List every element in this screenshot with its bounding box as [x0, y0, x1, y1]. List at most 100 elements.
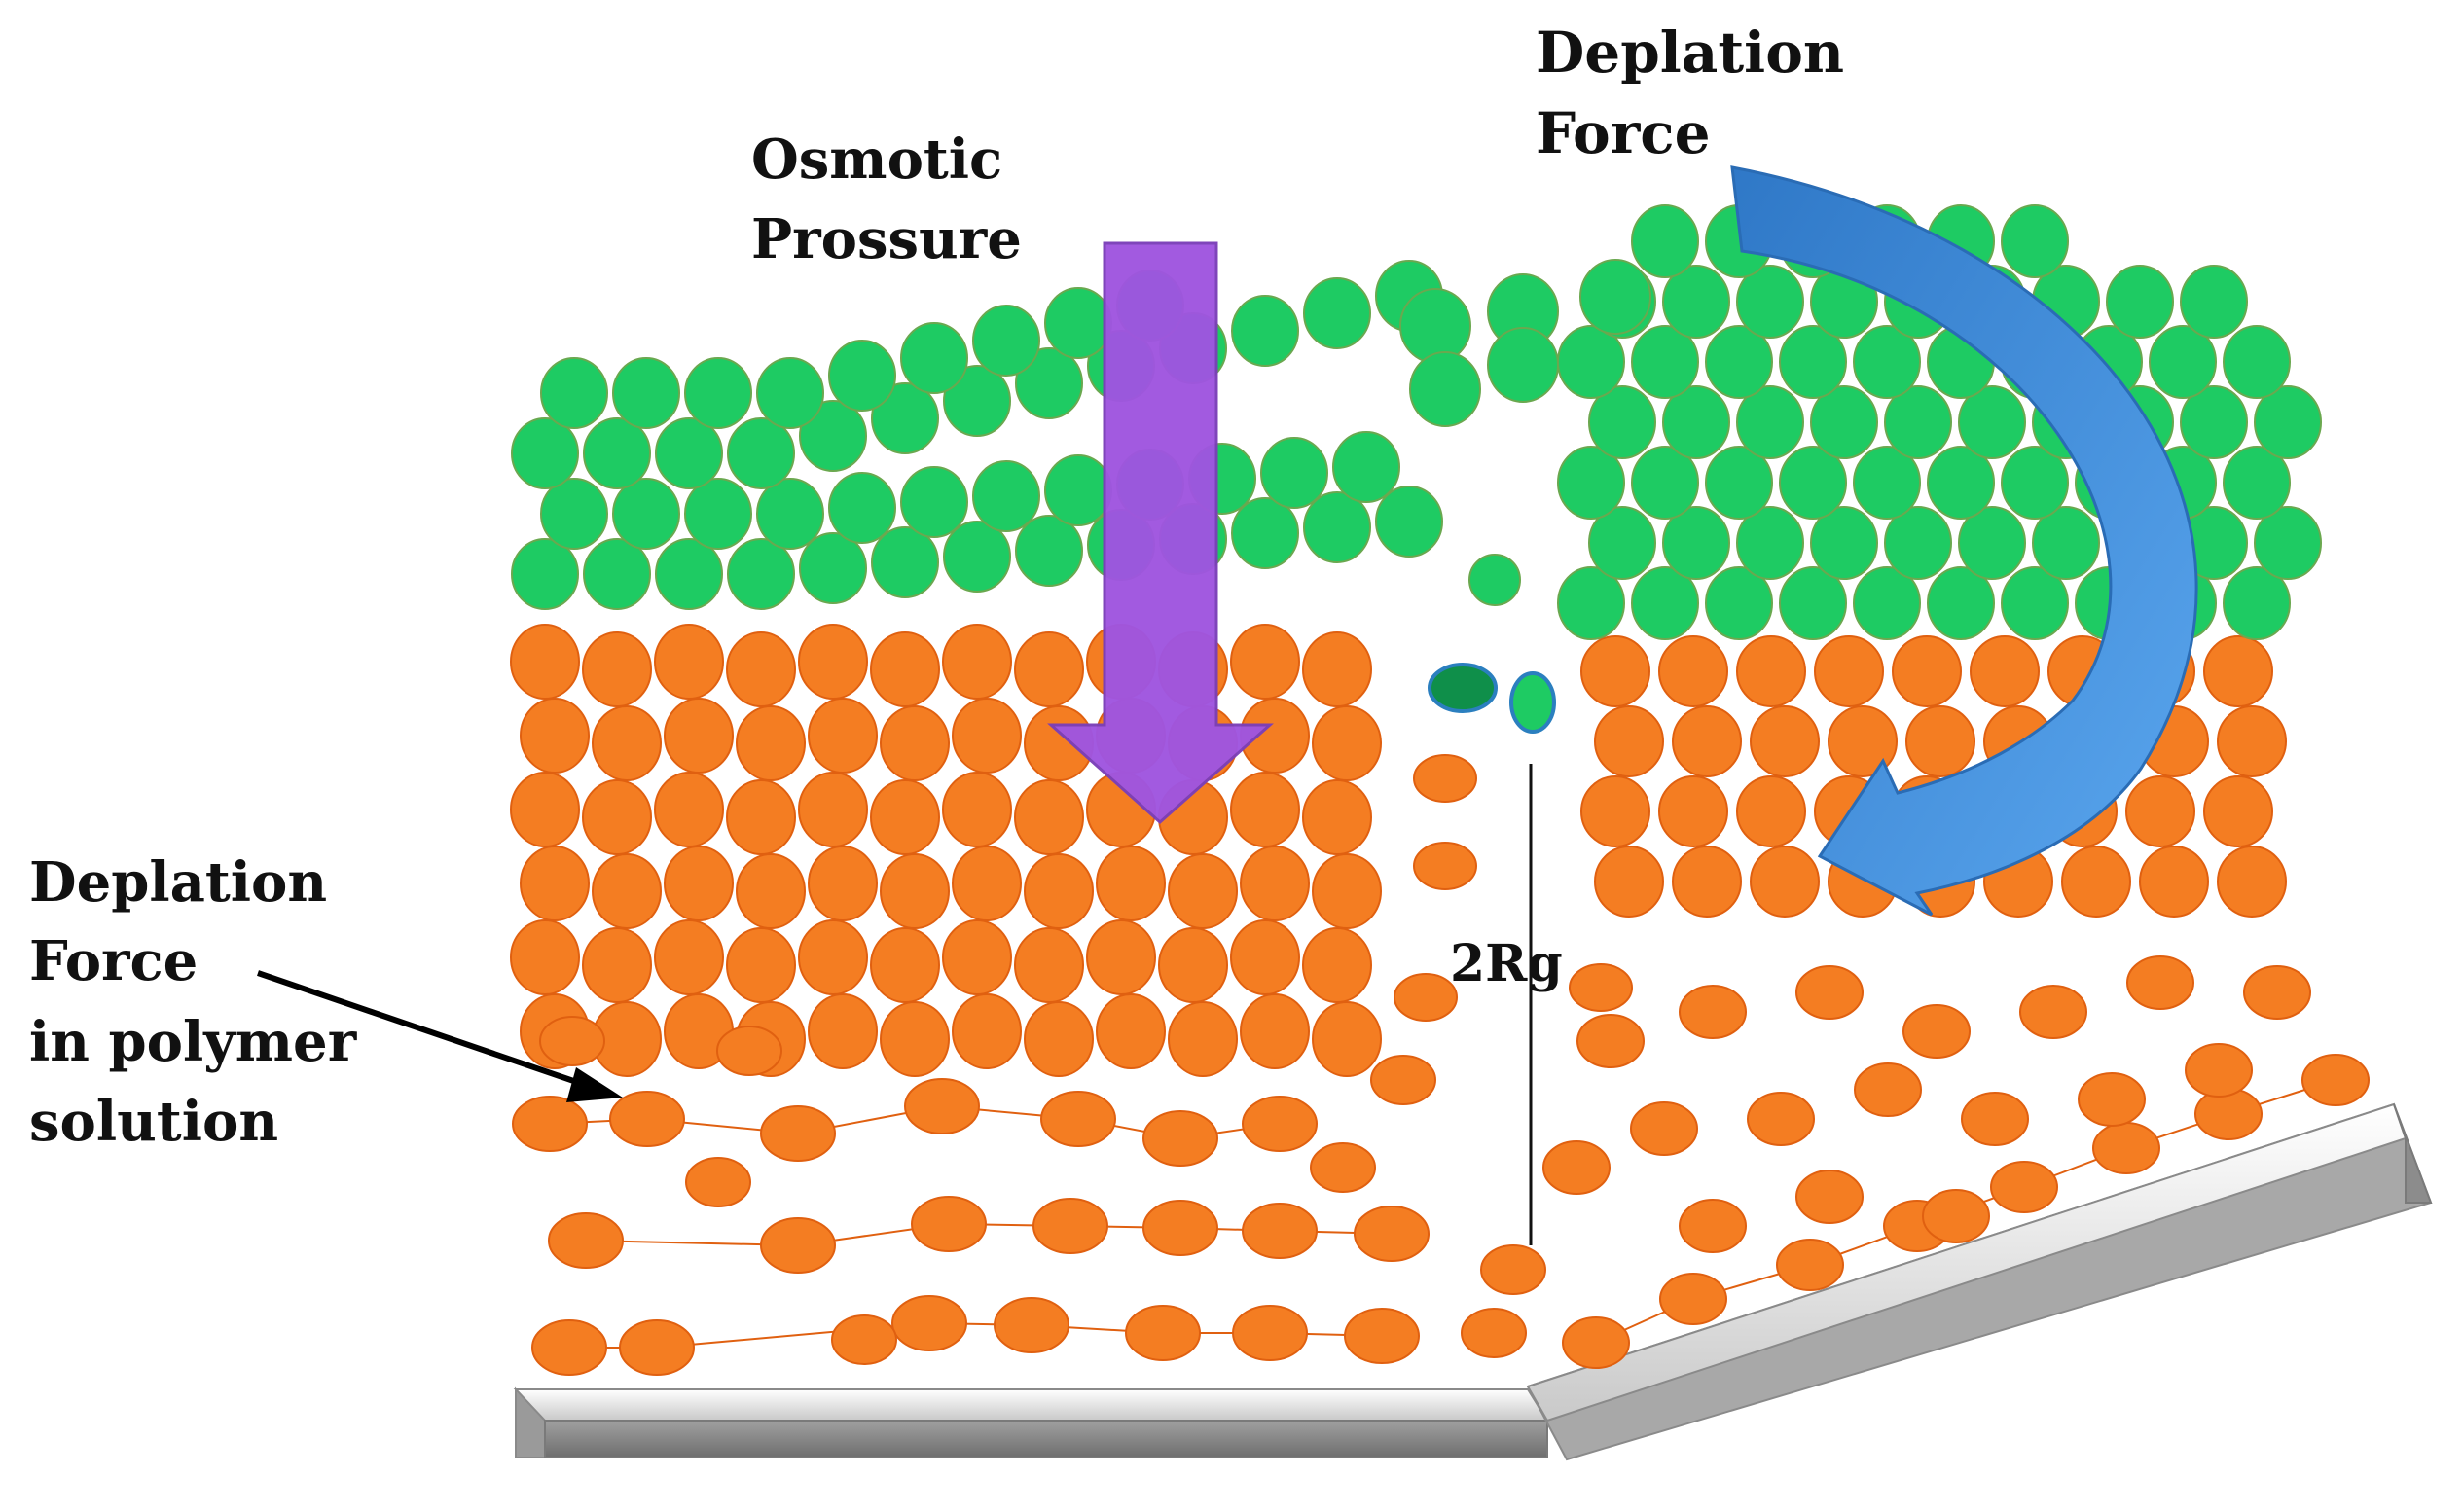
orange-particle: [1795, 1170, 1864, 1224]
depletion-force-left-label-line2: Force: [29, 929, 198, 993]
green-particle: [1884, 385, 1952, 459]
green-particle: [1662, 506, 1730, 580]
orange-particle: [870, 927, 940, 1003]
green-particle: [756, 357, 824, 429]
orange-particle: [592, 853, 662, 929]
orange-particle: [1854, 1062, 1922, 1117]
osmotic-pressure-arrow: [1047, 241, 1274, 825]
green-particle: [1015, 515, 1083, 587]
gap-green-particle: [1468, 554, 1521, 606]
orange-particle: [1014, 927, 1084, 1003]
orange-particle: [1086, 919, 1156, 995]
green-particle: [2001, 566, 2069, 640]
green-particle: [540, 357, 608, 429]
osmotic-pressure-label-line1: Osmotic: [751, 127, 1002, 192]
orange-particle: [2126, 955, 2194, 1010]
orange-particle: [1658, 635, 1728, 707]
green-particle: [684, 478, 752, 550]
orange-particle: [1594, 846, 1664, 918]
orange-particle: [619, 1319, 695, 1376]
orange-particle: [2217, 846, 2287, 918]
green-particle: [1927, 566, 1995, 640]
green-particle: [2223, 446, 2291, 520]
orange-particle: [1312, 853, 1382, 929]
orange-particle: [1828, 705, 1898, 777]
gap-dark-particle: [1428, 663, 1498, 713]
orange-particle: [1659, 1273, 1727, 1325]
orange-particle: [1594, 705, 1664, 777]
orange-particle: [1630, 1101, 1698, 1156]
depletion-force-left-label-line3: in polymer: [29, 1010, 358, 1074]
green-particle: [2001, 204, 2069, 278]
orange-particle: [904, 1078, 980, 1134]
orange-particles: [510, 624, 2370, 1376]
orange-particle: [1672, 705, 1742, 777]
green-particle: [1662, 265, 1730, 339]
orange-particle: [1902, 1004, 1971, 1059]
depletion-force-left-label-line4: solution: [29, 1090, 278, 1154]
green-particle: [1015, 347, 1083, 419]
orange-particle: [808, 846, 878, 921]
orange-particle: [1142, 1110, 1218, 1167]
green-particle: [1409, 351, 1481, 427]
green-particle: [511, 538, 579, 610]
green-particle: [1260, 437, 1328, 509]
green-particle: [828, 472, 896, 544]
orange-particle: [760, 1105, 836, 1162]
orange-particle: [1394, 973, 1458, 1022]
green-particle: [2254, 506, 2322, 580]
orange-particle: [1413, 754, 1477, 803]
orange-particle: [1168, 1001, 1238, 1077]
orange-particle: [726, 779, 796, 855]
orange-particle: [760, 1217, 836, 1274]
orange-particle: [798, 624, 868, 700]
green-particle: [1662, 385, 1730, 459]
green-particle: [727, 417, 795, 489]
orange-particle: [510, 772, 580, 847]
depletion-force-top-label-line1: Deplation: [1536, 19, 1844, 86]
orange-particle: [911, 1196, 987, 1252]
green-particle: [900, 466, 968, 538]
orange-particle: [870, 779, 940, 855]
orange-particle: [1014, 631, 1084, 707]
orange-particle: [2092, 1122, 2160, 1174]
orange-particle: [512, 1096, 588, 1152]
green-particle: [1588, 506, 1656, 580]
orange-particle: [1413, 842, 1477, 890]
orange-particle: [531, 1319, 607, 1376]
orange-particle: [2078, 1072, 2146, 1127]
orange-particle: [1312, 1001, 1382, 1077]
green-particle: [2106, 265, 2174, 339]
green-particle: [540, 478, 608, 550]
green-particle: [828, 340, 896, 412]
green-particle: [1705, 446, 1773, 520]
green-particle: [900, 322, 968, 394]
green-particle: [1705, 566, 1773, 640]
orange-particle: [1795, 965, 1864, 1020]
green-particle: [1579, 259, 1651, 335]
orange-particle: [2203, 635, 2273, 707]
orange-particle: [1142, 1200, 1218, 1256]
tilted-surface: [1526, 1102, 2433, 1461]
orange-particle: [1125, 1305, 1201, 1361]
orange-particle: [1562, 1316, 1630, 1369]
gap-2rg-label: 2Rg: [1450, 934, 1563, 993]
orange-particle: [942, 772, 1012, 847]
orange-particle: [726, 631, 796, 707]
green-particle: [1853, 566, 1921, 640]
green-particle: [1557, 446, 1625, 520]
orange-particle: [880, 853, 950, 929]
orange-particle: [994, 1297, 1069, 1353]
orange-particle: [1569, 963, 1633, 1012]
orange-particle: [1892, 635, 1962, 707]
orange-particle: [1658, 775, 1728, 847]
green-particle: [583, 417, 651, 489]
depletion-force-curved-arrow: [1730, 165, 2198, 917]
orange-particle: [654, 772, 724, 847]
orange-particle: [1461, 1308, 1527, 1358]
green-particle: [1810, 506, 1878, 580]
green-particle: [1631, 566, 1699, 640]
orange-particle: [1776, 1239, 1844, 1291]
orange-particle: [1096, 993, 1166, 1069]
